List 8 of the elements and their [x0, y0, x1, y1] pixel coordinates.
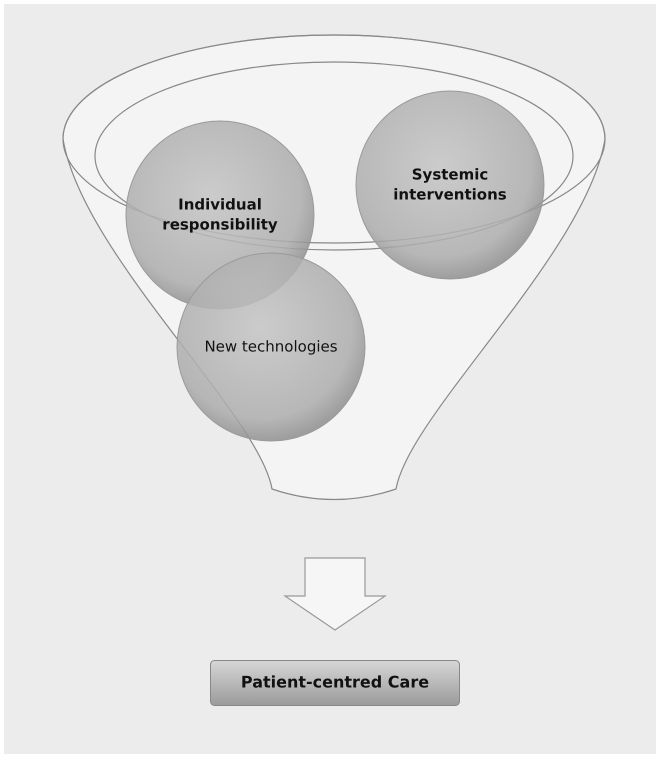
circle-label: Individual responsibility — [161, 196, 279, 234]
category-circle — [176, 252, 366, 442]
result-label: Patient-centred Care — [240, 672, 430, 694]
category-circle — [355, 90, 545, 280]
block-arrow — [283, 557, 387, 631]
result-box — [210, 660, 460, 706]
circle-label: Systemic interventions — [392, 166, 508, 204]
circle-label: New technologies — [203, 337, 339, 357]
